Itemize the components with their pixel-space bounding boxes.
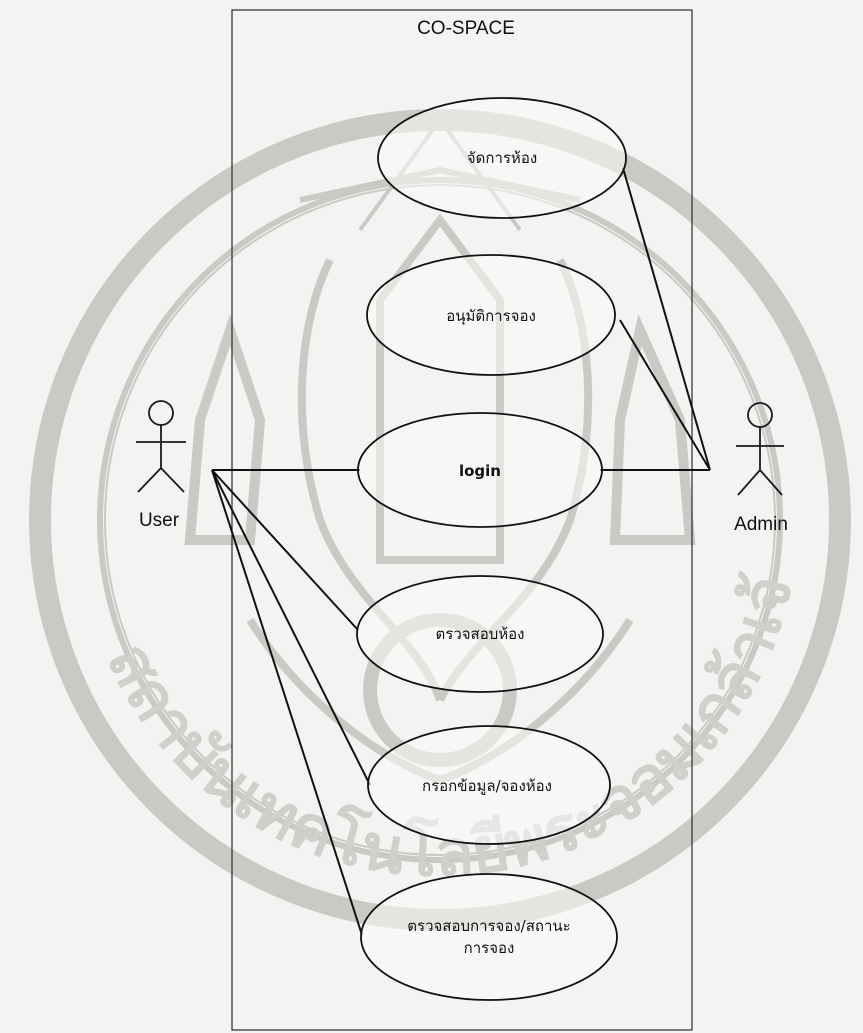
use-case-label: อนุมัติการจอง [446, 307, 536, 326]
actor-user-label: User [139, 510, 180, 531]
use-case-ellipse [361, 874, 617, 1000]
use-case-fill-booking: กรอกข้อมูล/จองห้อง [368, 726, 610, 844]
use-case-check-status: ตรวจสอบการจอง/สถานะ การจอง [361, 874, 617, 1000]
use-case-label: กรอกข้อมูล/จองห้อง [422, 777, 552, 795]
use-case-check-room: ตรวจสอบห้อง [357, 576, 603, 692]
use-case-label-line1: ตรวจสอบการจอง/สถานะ [407, 917, 570, 935]
system-title: CO-SPACE [417, 18, 515, 39]
use-case-manage-room: จัดการห้อง [378, 98, 626, 218]
association-admin-approve-booking [620, 320, 710, 470]
use-case-label: จัดการห้อง [467, 149, 537, 167]
actor-user: User [136, 401, 186, 531]
use-case-label: ตรวจสอบห้อง [436, 625, 525, 643]
use-case-login: login [358, 413, 602, 527]
use-case-label: login [459, 462, 501, 480]
use-case-approve-booking: อนุมัติการจอง [367, 255, 615, 375]
association-user-fill-booking [212, 470, 370, 785]
actor-admin-label: Admin [734, 514, 788, 535]
use-case-label-line2: การจอง [464, 939, 515, 957]
user-stick-figure-icon [136, 401, 186, 492]
